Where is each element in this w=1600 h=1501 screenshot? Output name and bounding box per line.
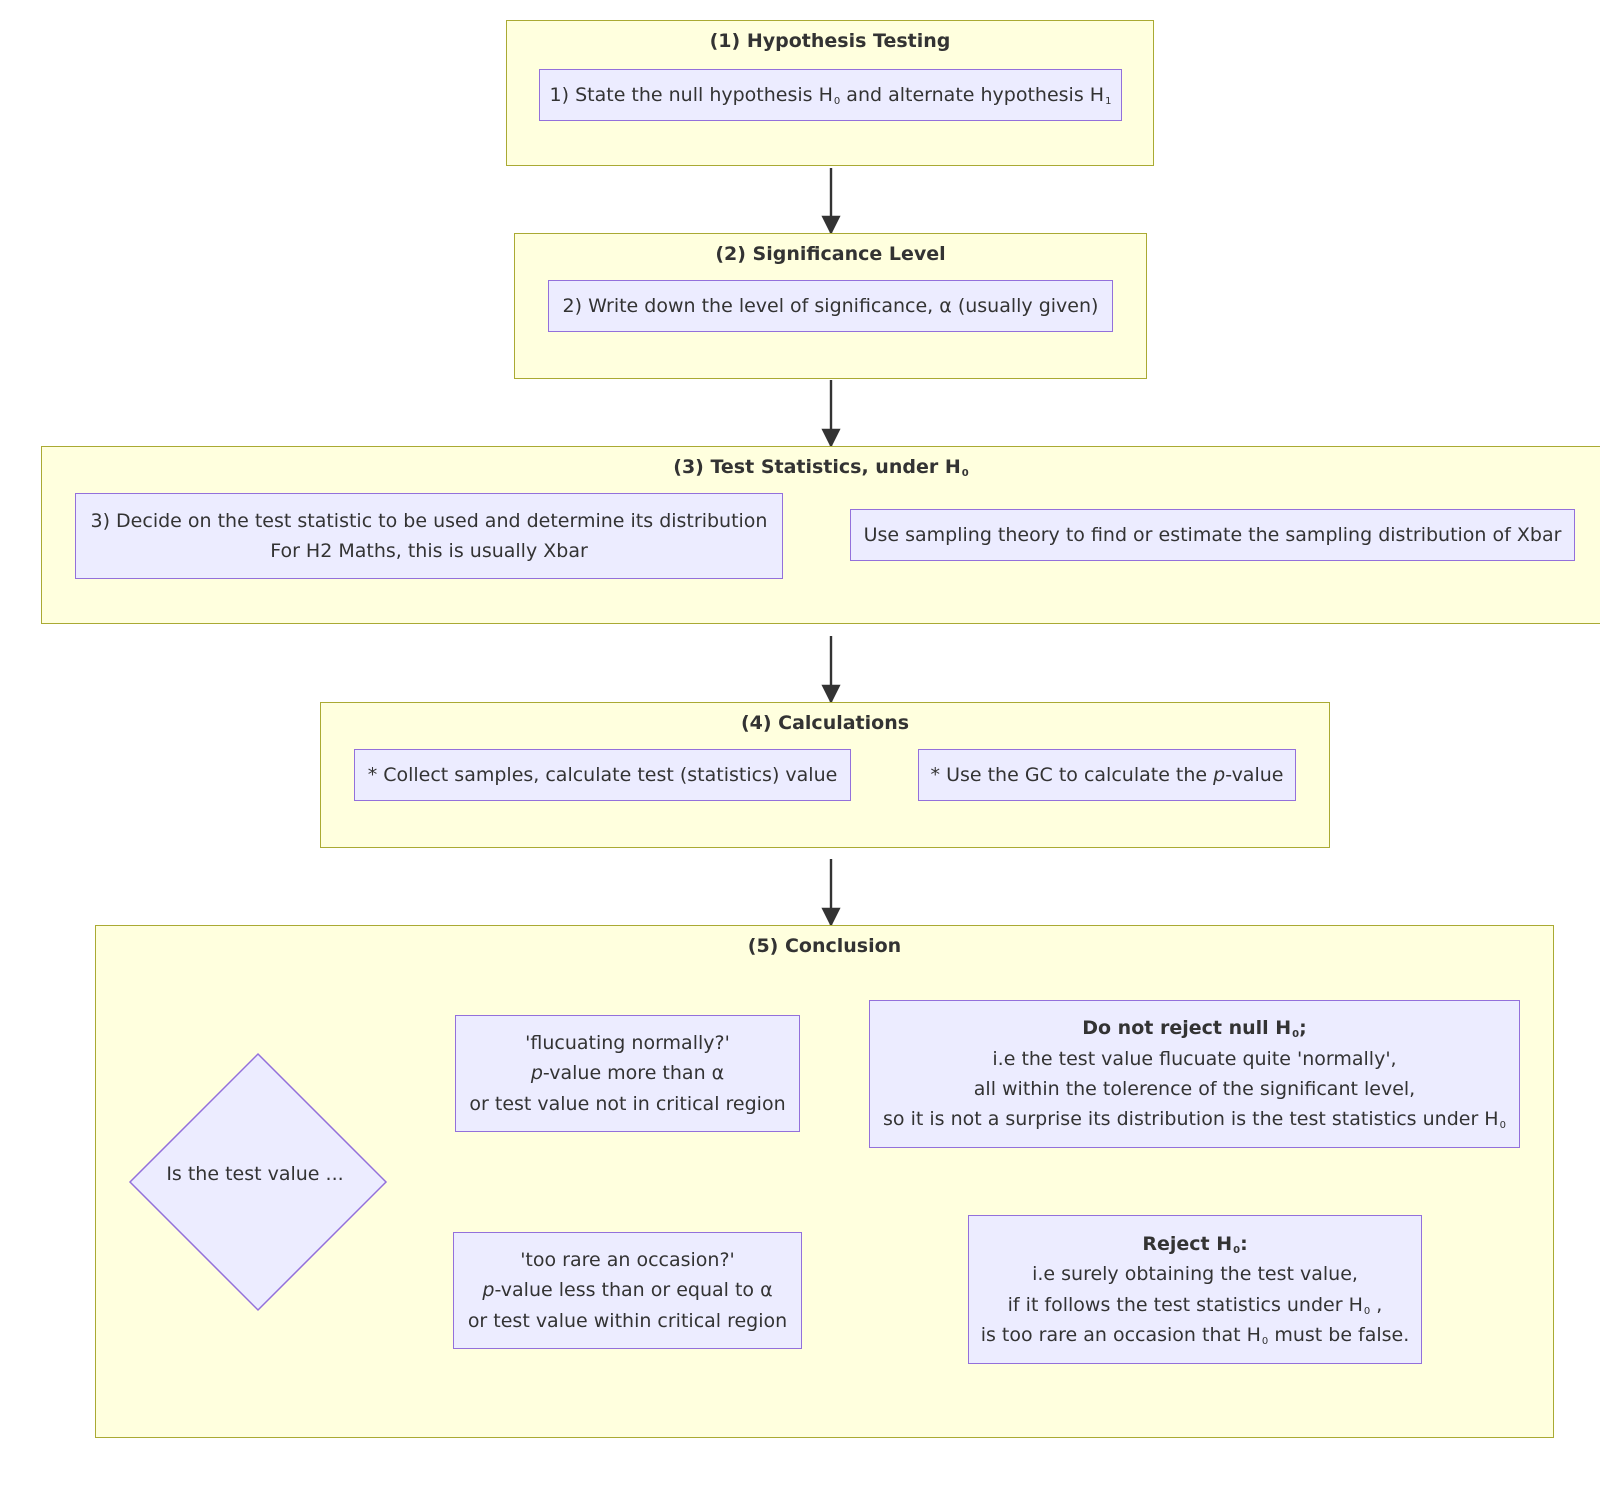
node-write-significance[interactable]: 2) Write down the level of significance,…	[548, 280, 1113, 332]
cluster-title: (2) Significance Level	[715, 243, 946, 265]
node-state-hypothesis[interactable]: 1) State the null hypothesis H0 and alte…	[539, 69, 1122, 121]
node-label-line2: i.e the test value flucuate quite 'norma…	[992, 1047, 1397, 1070]
node-label-line2: i.e surely obtaining the test value,	[1032, 1263, 1358, 1286]
node-fluctuating-normally[interactable]: 'flucuating normally?' p-value more than…	[455, 1015, 800, 1132]
node-label-line3: or test value within critical region	[467, 1309, 788, 1332]
node-label-line2: p-value more than α	[530, 1062, 725, 1085]
node-label-title: Reject H0:	[1142, 1232, 1248, 1256]
node-label-line1: 3) Decide on the test statistic to be us…	[90, 509, 768, 532]
node-label-line4: so it is not a surprise its distribution…	[883, 1108, 1506, 1132]
node-use-gc[interactable]: * Use the GC to calculate the p-value	[918, 749, 1296, 801]
node-label: 1) State the null hypothesis H0 and alte…	[549, 83, 1112, 107]
node-label-line3: or test value not in critical region	[469, 1092, 786, 1115]
node-decide-statistic[interactable]: 3) Decide on the test statistic to be us…	[75, 493, 783, 579]
node-label-line3: all within the tolerence of the signific…	[973, 1078, 1416, 1100]
cluster-title: (3) Test Statistics, under H0	[673, 456, 969, 479]
decision-diamond[interactable]	[128, 1052, 388, 1312]
node-label-line3: if it follows the test statistics under …	[1007, 1293, 1383, 1317]
cluster-title: (4) Calculations	[740, 712, 910, 734]
node-label-line4: is too rare an occasion that H0 must be …	[980, 1323, 1410, 1347]
node-label: Use sampling theory to find or estimate …	[863, 523, 1562, 546]
node-label-line2: p-value less than or equal to α	[482, 1279, 773, 1302]
node-do-not-reject[interactable]: Do not reject null H0; i.e the test valu…	[869, 1000, 1520, 1148]
node-too-rare[interactable]: 'too rare an occasion?' p-value less tha…	[453, 1232, 802, 1349]
decision-label: Is the test value ...	[166, 1163, 344, 1185]
node-label: * Collect samples, calculate test (stati…	[367, 763, 838, 786]
node-label-title: Do not reject null H0;	[1082, 1017, 1307, 1041]
cluster-title: (5) Conclusion	[747, 935, 902, 957]
node-label-line1: 'too rare an occasion?'	[520, 1248, 735, 1271]
node-sampling-theory[interactable]: Use sampling theory to find or estimate …	[850, 509, 1575, 561]
node-reject[interactable]: Reject H0: i.e surely obtaining the test…	[968, 1215, 1422, 1364]
cluster-title: (1) Hypothesis Testing	[709, 30, 951, 52]
node-label: 2) Write down the level of significance,…	[562, 294, 1099, 317]
node-collect-samples[interactable]: * Collect samples, calculate test (stati…	[354, 749, 851, 801]
node-label: * Use the GC to calculate the p-value	[930, 763, 1284, 786]
node-label-line2: For H2 Maths, this is usually Xbar	[270, 540, 588, 562]
node-label-line1: 'flucuating normally?'	[525, 1031, 730, 1054]
